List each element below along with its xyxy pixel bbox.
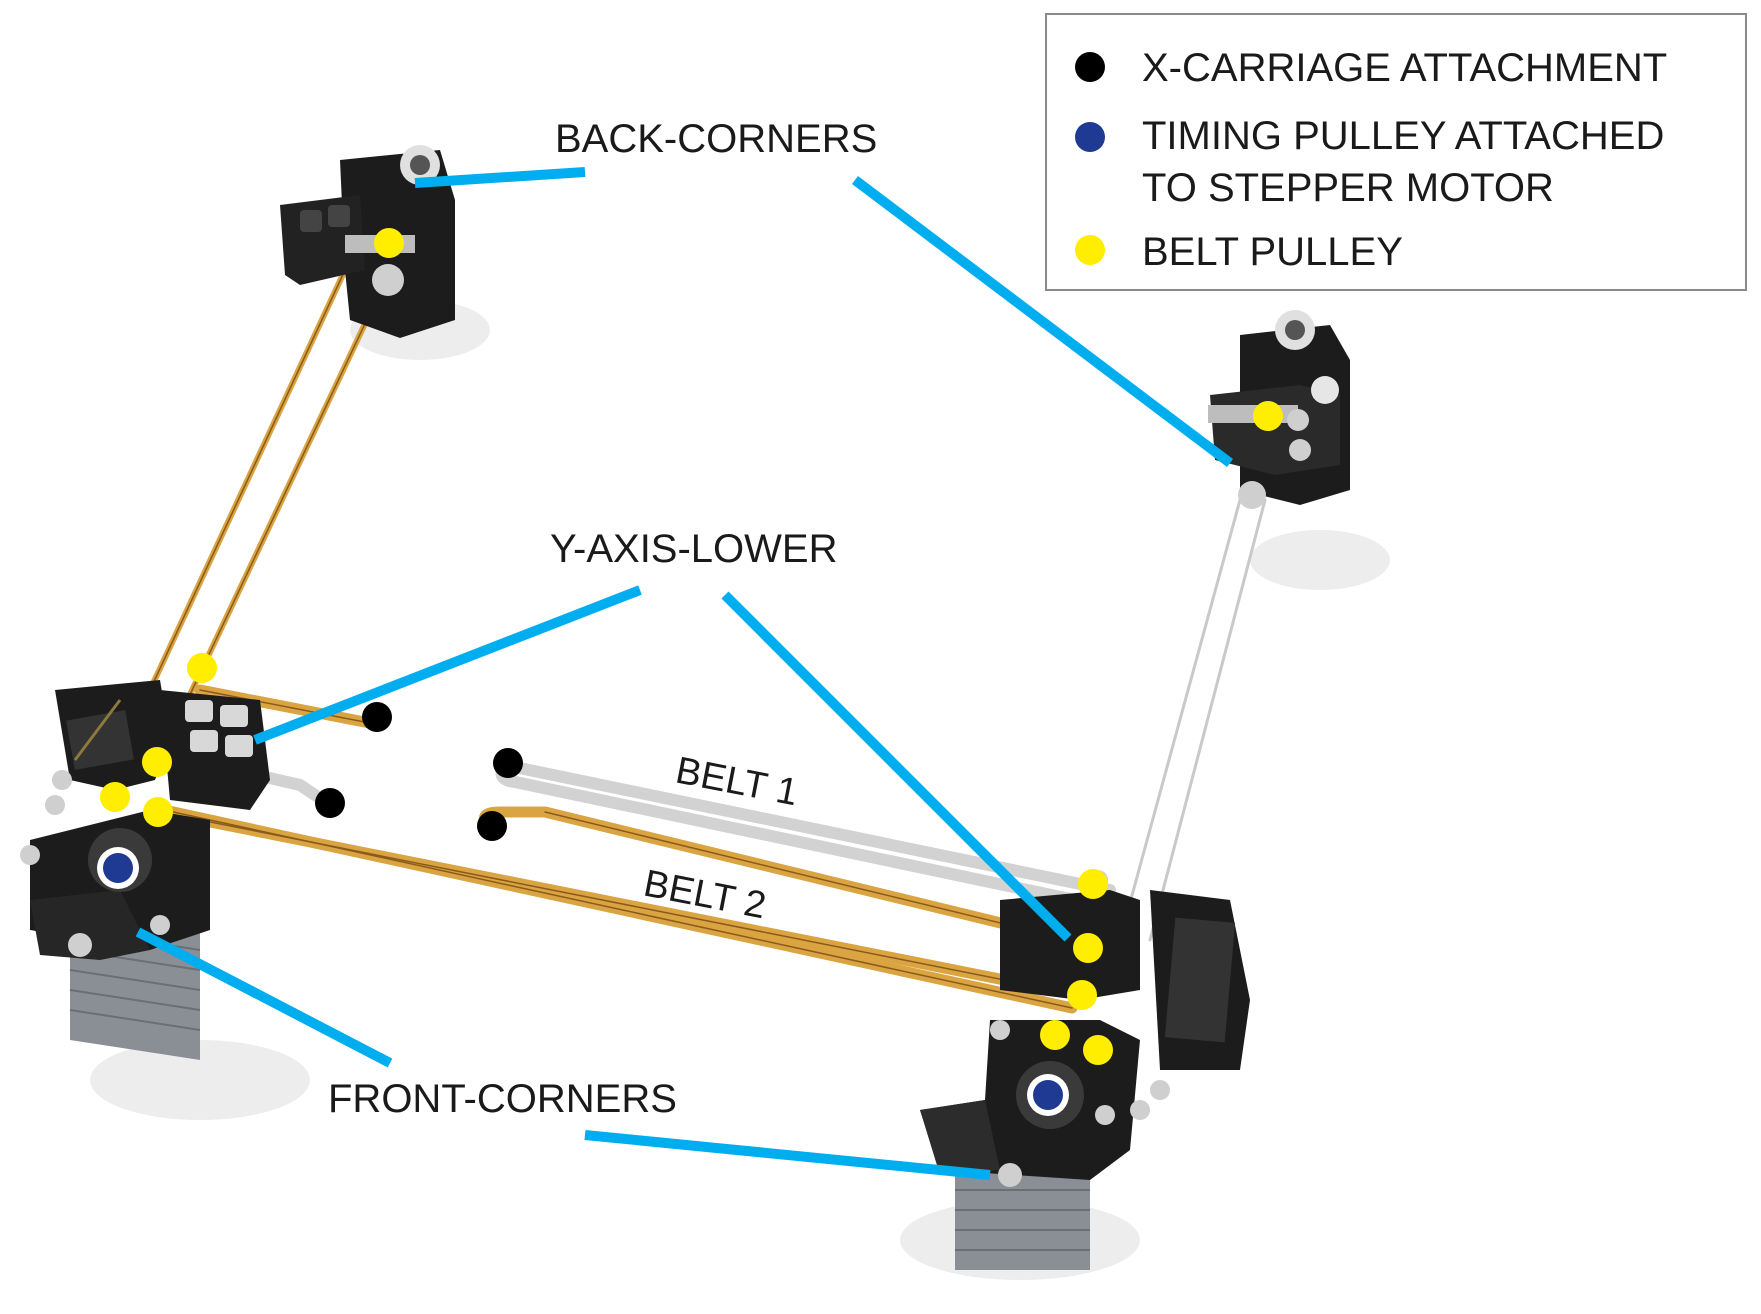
x-carriage-attachments: [315, 702, 523, 841]
belt-pulley: [1067, 980, 1097, 1010]
gray-belt-right-vertical: [1126, 498, 1267, 942]
legend-box: [1045, 13, 1747, 291]
callout-y-axis-lower-left: [253, 585, 642, 745]
belt-pulley: [1253, 401, 1283, 431]
legend-swatch-belt-pulley: [1075, 235, 1105, 265]
back-right-corner: [1208, 310, 1350, 509]
x-carriage-attachment: [493, 748, 523, 778]
belt-2: [149, 684, 1086, 1014]
belt-pulley: [1083, 1035, 1113, 1065]
legend-item-timing-pulley-line2: TO STEPPER MOTOR: [1142, 166, 1554, 210]
belt-pulley: [187, 653, 217, 683]
belt-1: [164, 749, 1116, 906]
timing-pulley: [103, 853, 133, 883]
callout-back-corners-right: [851, 176, 1234, 467]
callout-front-corners-right: [584, 1130, 991, 1180]
belt-pulley: [142, 747, 172, 777]
orange-belt-left-vertical: [147, 252, 391, 723]
label-y-axis-lower: Y-AXIS-LOWER: [550, 527, 837, 571]
x-carriage-attachment: [477, 811, 507, 841]
belt-pulleys: [100, 228, 1283, 1065]
front-right-corner: [920, 870, 1250, 1270]
belt-pulley: [1073, 933, 1103, 963]
back-left-corner: [280, 145, 455, 338]
legend-swatch-x-carriage: [1075, 52, 1105, 82]
legend: X-CARRIAGE ATTACHMENT TIMING PULLEY ATTA…: [1045, 13, 1747, 291]
timing-pulleys: [97, 847, 1069, 1116]
callout-y-axis-lower-right: [721, 591, 1072, 942]
legend-swatch-timing-pulley: [1075, 122, 1105, 152]
front-left-corner: [20, 680, 270, 1060]
belt-pulley: [1078, 869, 1108, 899]
timing-pulley: [1033, 1080, 1063, 1110]
x-carriage-attachment: [362, 702, 392, 732]
belt-pulley: [374, 228, 404, 258]
callout-lines: [135, 167, 1234, 1180]
legend-item-timing-pulley-line1: TIMING PULLEY ATTACHED: [1142, 114, 1664, 158]
label-front-corners: FRONT-CORNERS: [328, 1077, 677, 1121]
callout-front-corners-left: [135, 927, 393, 1068]
belt-pulley: [1040, 1020, 1070, 1050]
belt-pulley: [100, 782, 130, 812]
belt-pulley: [143, 797, 173, 827]
x-carriage-attachment: [315, 788, 345, 818]
legend-item-belt-pulley: BELT PULLEY: [1142, 230, 1403, 274]
legend-item-x-carriage: X-CARRIAGE ATTACHMENT: [1142, 46, 1667, 90]
label-back-corners: BACK-CORNERS: [555, 117, 877, 161]
callout-back-corners-left: [414, 167, 586, 188]
belt-2-edges: [154, 689, 1081, 1009]
